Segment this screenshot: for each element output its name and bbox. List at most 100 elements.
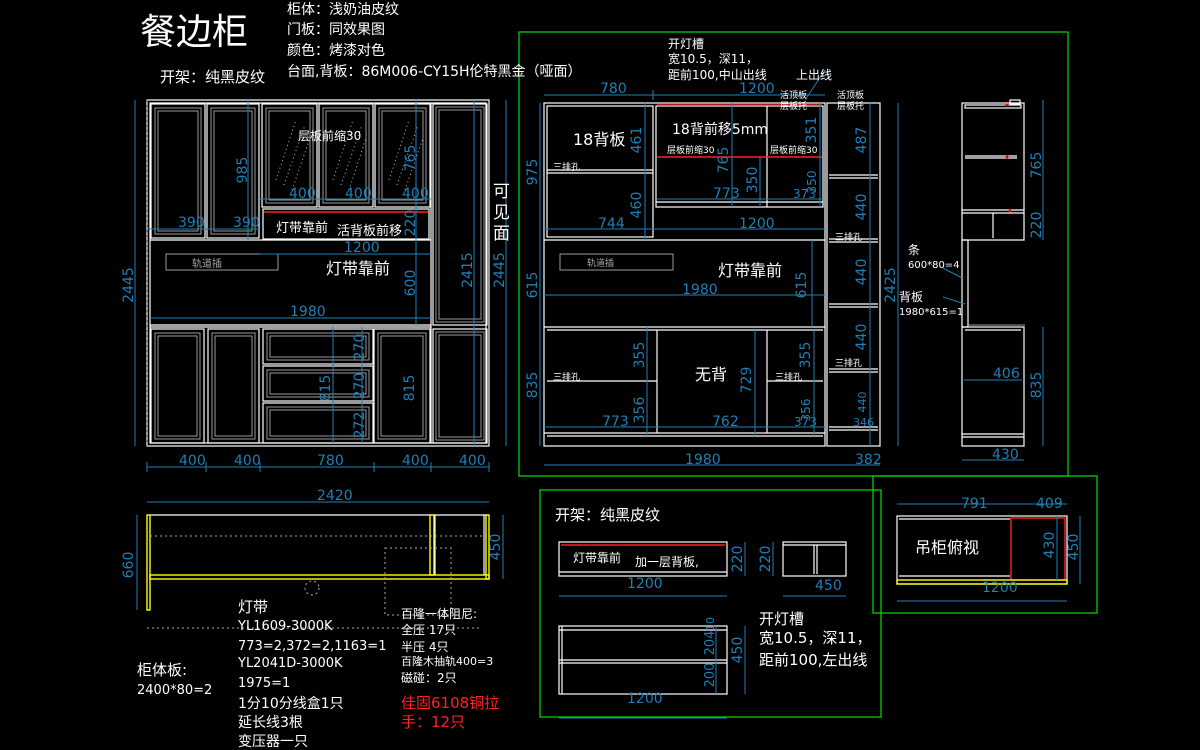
material-line: 佳固6108铜拉: [401, 694, 499, 712]
material-line: 变压器一只: [238, 734, 308, 750]
material-line: 手：12只: [401, 713, 465, 731]
dimension-label: 660: [121, 552, 137, 579]
note-label: 活背板前移: [337, 223, 402, 239]
groove-note: 宽10.5，深11，: [759, 629, 872, 647]
dimension-label: 382: [855, 452, 882, 468]
top-view: [896, 503, 1081, 602]
side-section: [942, 99, 1044, 461]
dimension-label: 400: [179, 453, 206, 469]
dimension-label: 406: [993, 366, 1020, 382]
dimension-label: 2445: [492, 252, 508, 288]
visible-face-label: 可见面: [489, 182, 510, 245]
track-socket: [165, 253, 279, 271]
dimension-label: 10: [704, 617, 717, 631]
dimension-label: 400: [402, 186, 429, 202]
note-label: 条: [908, 243, 920, 257]
material-line: 磁碰：2只: [401, 670, 457, 685]
front-dimension-lines: [134, 100, 507, 472]
dimension-label: 729: [739, 367, 755, 394]
note-label: 三排孔: [553, 161, 580, 173]
dimension-label: 220: [1029, 212, 1045, 239]
dimension-label: 460: [629, 192, 645, 219]
lower-doors: [150, 328, 431, 444]
dimension-label: 440: [854, 194, 870, 221]
note-label: 活顶板: [780, 89, 807, 101]
material-line: YL1609-3000K: [237, 619, 333, 634]
note-label: 背板: [899, 290, 923, 304]
note-label: 层板托: [780, 100, 807, 112]
spec-line: 柜体：浅奶油皮纹: [287, 2, 399, 18]
note-label: 灯带靠前: [326, 259, 390, 278]
note-label: 无背: [695, 365, 727, 384]
note-label: 600*80=4: [908, 260, 960, 271]
dimension-label: 450: [815, 578, 842, 594]
upper-doors: [150, 103, 431, 239]
drawing-texts: 餐边柜柜体：浅奶油皮纹门板：同效果图颜色：烤漆对色台面,背板：86M006-CY…: [121, 2, 1082, 750]
dimension-label: 440: [856, 392, 869, 413]
panel-title: 吊柜俯视: [915, 538, 979, 557]
material-line: 延长线3根: [238, 715, 303, 731]
note-label: 层板前缩30: [770, 144, 818, 156]
dimension-label: 440: [854, 324, 870, 351]
dimension-label: 1200: [739, 216, 775, 232]
dimension-label: 1980: [290, 304, 326, 320]
dimension-label: 400: [402, 453, 429, 469]
groove-note: 开灯槽: [759, 610, 804, 628]
dimension-label: 1200: [982, 580, 1018, 596]
material-line: 灯带: [238, 598, 268, 616]
note-label: 三排孔: [775, 371, 802, 383]
note-label: 18背板: [573, 130, 625, 149]
drawing-title: 餐边柜: [140, 12, 248, 53]
dimension-label: 1200: [739, 81, 775, 97]
dimension-label: 2420: [317, 488, 353, 504]
note-label: 层板前缩30: [667, 144, 715, 156]
note-label: 三排孔: [835, 357, 862, 369]
material-line: YL2041D-3000K: [237, 656, 343, 671]
panel-title: 开架：纯黑皮纹: [555, 506, 660, 524]
note-label: 层板前缩30: [298, 128, 361, 143]
material-line: 百隆木抽轨400=3: [401, 654, 493, 668]
dimension-label: 487: [854, 127, 870, 154]
dimension-label: 356: [632, 397, 648, 424]
dimension-label: 815: [318, 375, 334, 402]
dimension-label: 200: [703, 663, 718, 688]
dimension-label: 270: [352, 373, 368, 400]
dimension-label: 765: [403, 145, 419, 172]
dimension-label: 400: [345, 186, 372, 202]
note-label: 轨道插: [587, 257, 614, 269]
light-bar: [262, 208, 430, 240]
material-line: 半压 4只: [401, 640, 448, 654]
groove-note: 宽10.5，深11，: [668, 51, 758, 66]
track-socket: [559, 253, 674, 271]
dimension-label: 762: [712, 414, 739, 430]
dimension-label: 1200: [344, 240, 380, 256]
dimension-label: 985: [235, 157, 251, 184]
dimension-label: 773: [713, 186, 740, 202]
note-label: 灯带靠前: [276, 220, 328, 236]
dimension-label: 791: [961, 496, 988, 512]
groove-note: 距前100,中山出线: [668, 67, 767, 82]
dimension-label: 1980: [682, 282, 718, 298]
dimension-label: 373: [793, 187, 816, 201]
dimension-label: 204: [703, 631, 718, 656]
dimension-label: 430: [992, 447, 1019, 463]
front-elevation: [134, 99, 507, 472]
dimension-label: 400: [234, 453, 261, 469]
groove-note: 开灯槽: [668, 37, 704, 51]
material-line: 柜体板:: [137, 661, 187, 679]
note-label: 三排孔: [835, 231, 862, 243]
top-view-frame: [872, 475, 1098, 614]
note-label: 上出线: [796, 68, 832, 82]
spec-line: 颜色：烤漆对色: [287, 42, 385, 59]
dimension-label: 440: [854, 259, 870, 286]
dimension-label: 615: [525, 272, 541, 299]
note-label: 轨道插: [192, 257, 222, 270]
dimension-label: 356: [799, 399, 813, 422]
note-label: 加一层背板,: [635, 555, 699, 569]
dimension-label: 400: [459, 453, 486, 469]
dimension-label: 409: [1036, 496, 1063, 512]
dimension-label: 600: [403, 270, 419, 297]
dimension-label: 2415: [460, 252, 476, 288]
material-line: 773=2,372=2,1163=1: [238, 639, 386, 654]
